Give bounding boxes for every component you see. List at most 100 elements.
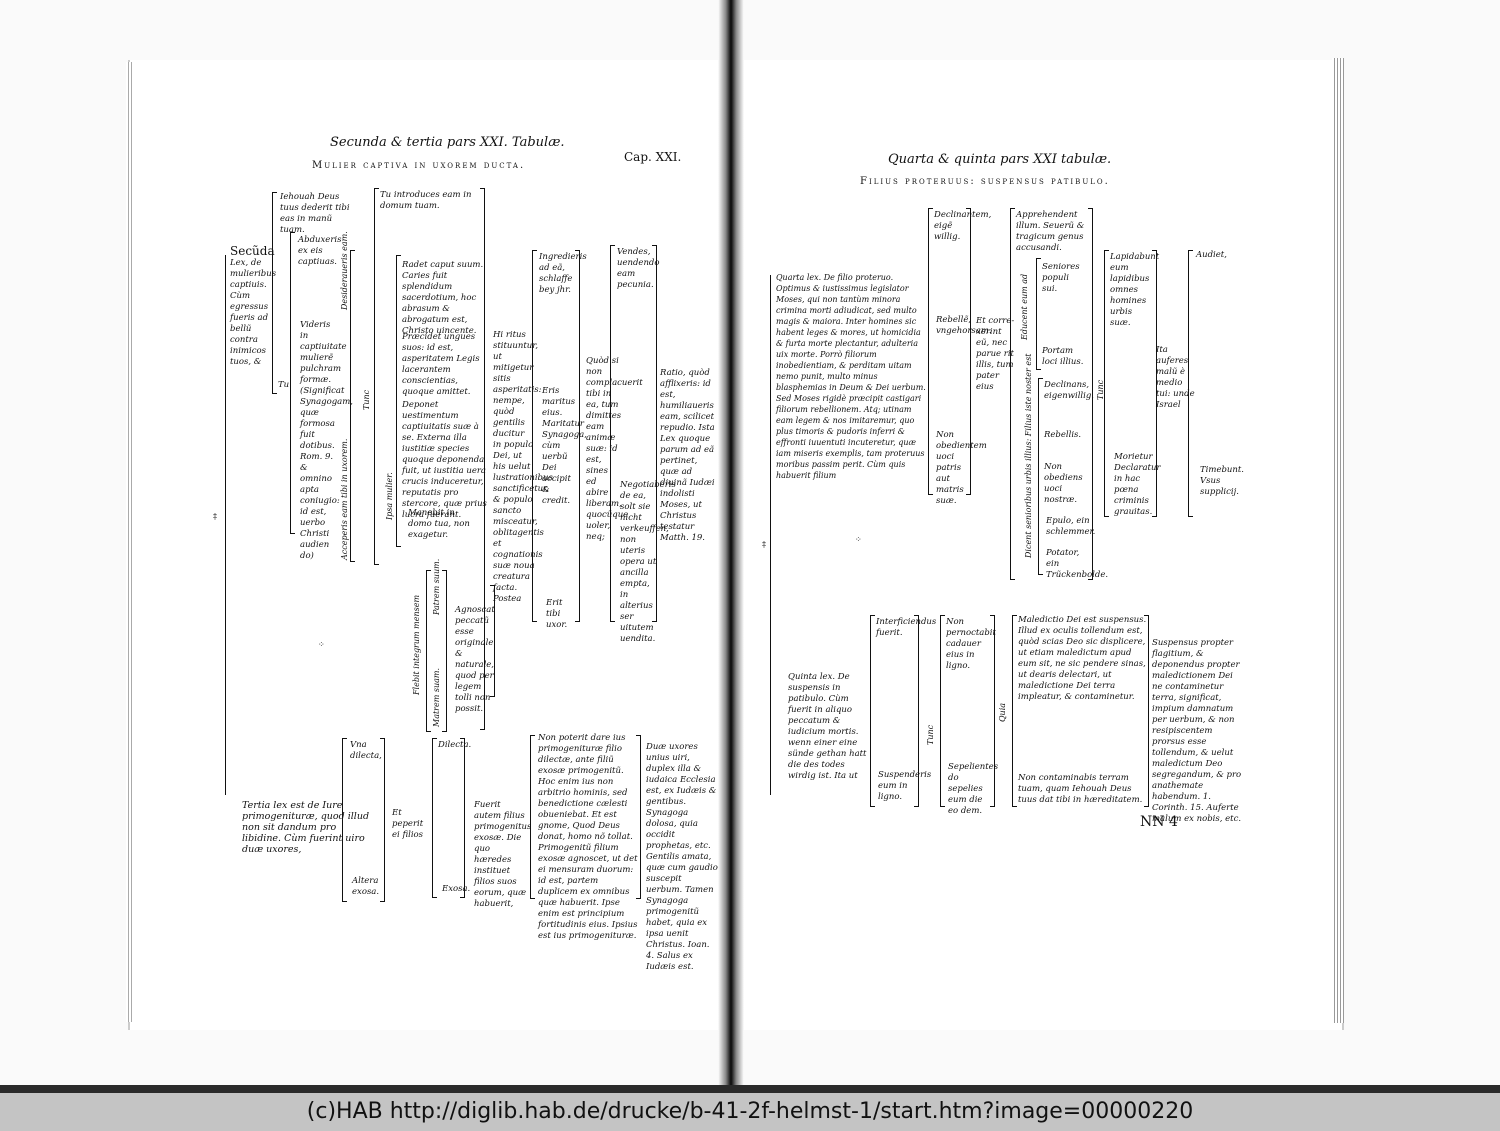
- filium-bracket-right: [966, 208, 971, 495]
- fuerit-text: Fuerit autem filius primogenitus exosæ. …: [474, 800, 532, 909]
- vendes-text: Vendes, uendendo eam pecunia.: [617, 247, 660, 290]
- scan-bottom-band: [0, 1085, 1500, 1093]
- book-gutter: [718, 0, 744, 1090]
- accusatio-bracket: [1088, 208, 1093, 580]
- maritus-bracket: [575, 250, 580, 622]
- radet-text: Radet caput suum. Caries fuit splendidum…: [402, 260, 484, 336]
- primogenitura-bracket-right: [636, 735, 641, 899]
- desideraueris-text: Desideraueris eam.: [340, 231, 349, 310]
- audiet-text: Audiet,: [1196, 250, 1227, 260]
- negotiaberis-text: Negotiaberis de ea, solt sie nicht verke…: [620, 480, 676, 644]
- tunc-right-bracket: [1104, 250, 1109, 517]
- secunda-bracket: [272, 192, 277, 394]
- secunda-label: Secũda: [230, 245, 275, 259]
- right-title: Filius proteruus: suspensus patibulo.: [860, 176, 1110, 187]
- right-main-bracket: [770, 275, 771, 795]
- filios-bracket: [432, 738, 437, 898]
- page-number: NN 4: [1140, 814, 1178, 830]
- ipsa-mulier-label: Ipsa mulier.: [385, 472, 394, 520]
- lapidabunt-text: Lapidabunt eum lapidibus omnes homines u…: [1110, 252, 1160, 328]
- dicent-label: Dicent senioribus urbis illius: Filius i…: [1024, 353, 1033, 558]
- timebunt-text: Timebunt. Vsus supplicij.: [1200, 465, 1244, 497]
- dilecta-label: Dilecta.: [438, 740, 472, 750]
- main-bracket-left: [225, 255, 226, 795]
- declinans-text: Declinans, eigenwillig.: [1044, 380, 1094, 401]
- tu-bracket: [290, 232, 295, 534]
- chapter-label: Cap. XXI.: [624, 150, 682, 164]
- tu-label: Tu: [278, 380, 290, 390]
- tunc-bracket: [374, 188, 379, 565]
- left-page: [130, 60, 730, 1030]
- sepelies-bracket: [990, 615, 995, 807]
- right-stain-mark: ⁘: [855, 535, 862, 544]
- tunc-left-label: Tunc: [362, 389, 371, 410]
- right-page: [742, 60, 1342, 1030]
- non-obedientem-text: Non obedientem uoci patris aut matris su…: [936, 430, 987, 506]
- israel-bracket: [1188, 250, 1193, 517]
- educent-bracket: [1036, 258, 1041, 370]
- right-brace-mark: ‡: [762, 540, 766, 549]
- filium-bracket: [928, 208, 933, 495]
- deponet-text: Deponet uestimentum captiuitatis suæ à s…: [402, 400, 487, 520]
- non-contaminabis-text: Non contaminabis terram tuam, quam Iehou…: [1018, 773, 1143, 805]
- portam-text: Portam loci illius.: [1042, 346, 1084, 367]
- quarta-text: Quarta lex. De filio proteruo. Optimus &…: [776, 273, 926, 480]
- book-spread: Secunda & tertia pars XXI. Tabulæ. Cap. …: [126, 0, 1344, 1090]
- tertia-bracket: [342, 738, 347, 902]
- filii-bracket: [460, 738, 465, 898]
- tunc-quinta-bracket: [940, 615, 945, 807]
- flebit-label: Flebit integrum mensem: [412, 594, 421, 695]
- secunda-text: Lex, de mulieribus captiuis. Cùm egressu…: [230, 258, 277, 367]
- et-corr-text: Et corre- xerint eũ, nec parue rit illis…: [976, 316, 1015, 392]
- ipsa-mulier-bracket: [480, 188, 485, 730]
- una-dilecta: Vna dilecta,: [350, 740, 382, 761]
- copyright-footer: (c)HAB http://diglib.hab.de/drucke/b-41-…: [0, 1093, 1500, 1131]
- brace-mark: ‡: [213, 512, 217, 521]
- hi-ritus-text: Hi ritus stituuntur, ut mitigetur sitis …: [493, 330, 553, 604]
- acceperis-text: Acceperis eam tibi in uxorem.: [340, 438, 349, 560]
- quia-label: Quia: [998, 702, 1007, 722]
- et-peperit: Et peperit ei filios: [392, 808, 424, 840]
- interficiendus-text: Interficiendus fuerit.: [876, 617, 937, 638]
- left-page-edge: [126, 62, 132, 1022]
- praecidet-text: Præcidet ungues suos: id est, asperitate…: [402, 332, 480, 397]
- quod-bracket: [610, 245, 615, 622]
- ingredieris-text: Ingredieris ad eã, schlaffe bey jhr.: [539, 252, 587, 295]
- flebit-bracket: [426, 570, 431, 732]
- agnoscat-bracket: [490, 585, 495, 697]
- parents-bracket: [442, 570, 447, 732]
- rebellis-text: Rebellis.: [1044, 430, 1082, 440]
- postea-bracket: [532, 250, 537, 622]
- vendes-bracket: [652, 245, 657, 622]
- quia-bracket: [1012, 615, 1017, 807]
- epulo-text: Epulo, ein schlemmer.: [1046, 516, 1096, 537]
- rites-bracket: [396, 255, 401, 547]
- rebellem-text: Rebellẽ, vngehorsam.: [936, 315, 992, 336]
- educent-label: Educent eum ad: [1020, 273, 1029, 340]
- non-pernoctabit-text: Non pernoctabit cadauer eius in ligno.: [946, 617, 996, 671]
- agnoscat-text: Agnoscat peccatũ esse originale & natura…: [455, 605, 495, 714]
- maledictio-bracket: [1144, 615, 1149, 807]
- seniores-text: Seniores populi sui.: [1042, 262, 1080, 294]
- erit-text: Erit tibi uxor.: [546, 598, 568, 630]
- duae-uxores-text: Duæ uxores unius uiri, duplex illa & iud…: [646, 742, 718, 972]
- left-title: Mulier captiva in uxorem ducta.: [312, 160, 526, 171]
- jehovah-text: Iehouah Deus tuus dederit tibi eas in ma…: [280, 192, 350, 235]
- non-poterit-text: Non poterit dare ius primogenituræ filio…: [538, 733, 638, 941]
- eris-text: Eris maritus eius. Maritatur Synagoga, c…: [542, 386, 587, 506]
- abduxeris-text: Abduxeris ex eis captiuas.: [298, 235, 342, 267]
- right-page-edge: [1332, 58, 1344, 1023]
- pater-bracket: [1010, 208, 1015, 580]
- potator-text: Potator, ein Trũckenbolde.: [1046, 548, 1109, 580]
- tunc-quinta-label: Tunc: [926, 724, 935, 745]
- suspensus-text: Suspensus propter flagitium, & deponendu…: [1152, 638, 1242, 824]
- lapidabunt-bracket: [1152, 250, 1157, 517]
- interficiendus-bracket: [914, 615, 919, 807]
- videris-text: Videris in captiuitate mulierẽ pulchram …: [300, 320, 353, 561]
- ita-auferes-text: Ita auferes malũ è medio tui: unde Israe…: [1156, 345, 1195, 410]
- exosa-label: Exosa.: [442, 884, 471, 894]
- quod-text: Quòd si non complacuerit tibi in ea, tum…: [586, 356, 643, 542]
- uxores-bracket: [380, 738, 385, 902]
- manebit-text: Manebit in domo tua, non exagetur.: [408, 508, 470, 540]
- right-running-head: Quarta & quinta pars XXI tabulæ.: [888, 152, 1112, 167]
